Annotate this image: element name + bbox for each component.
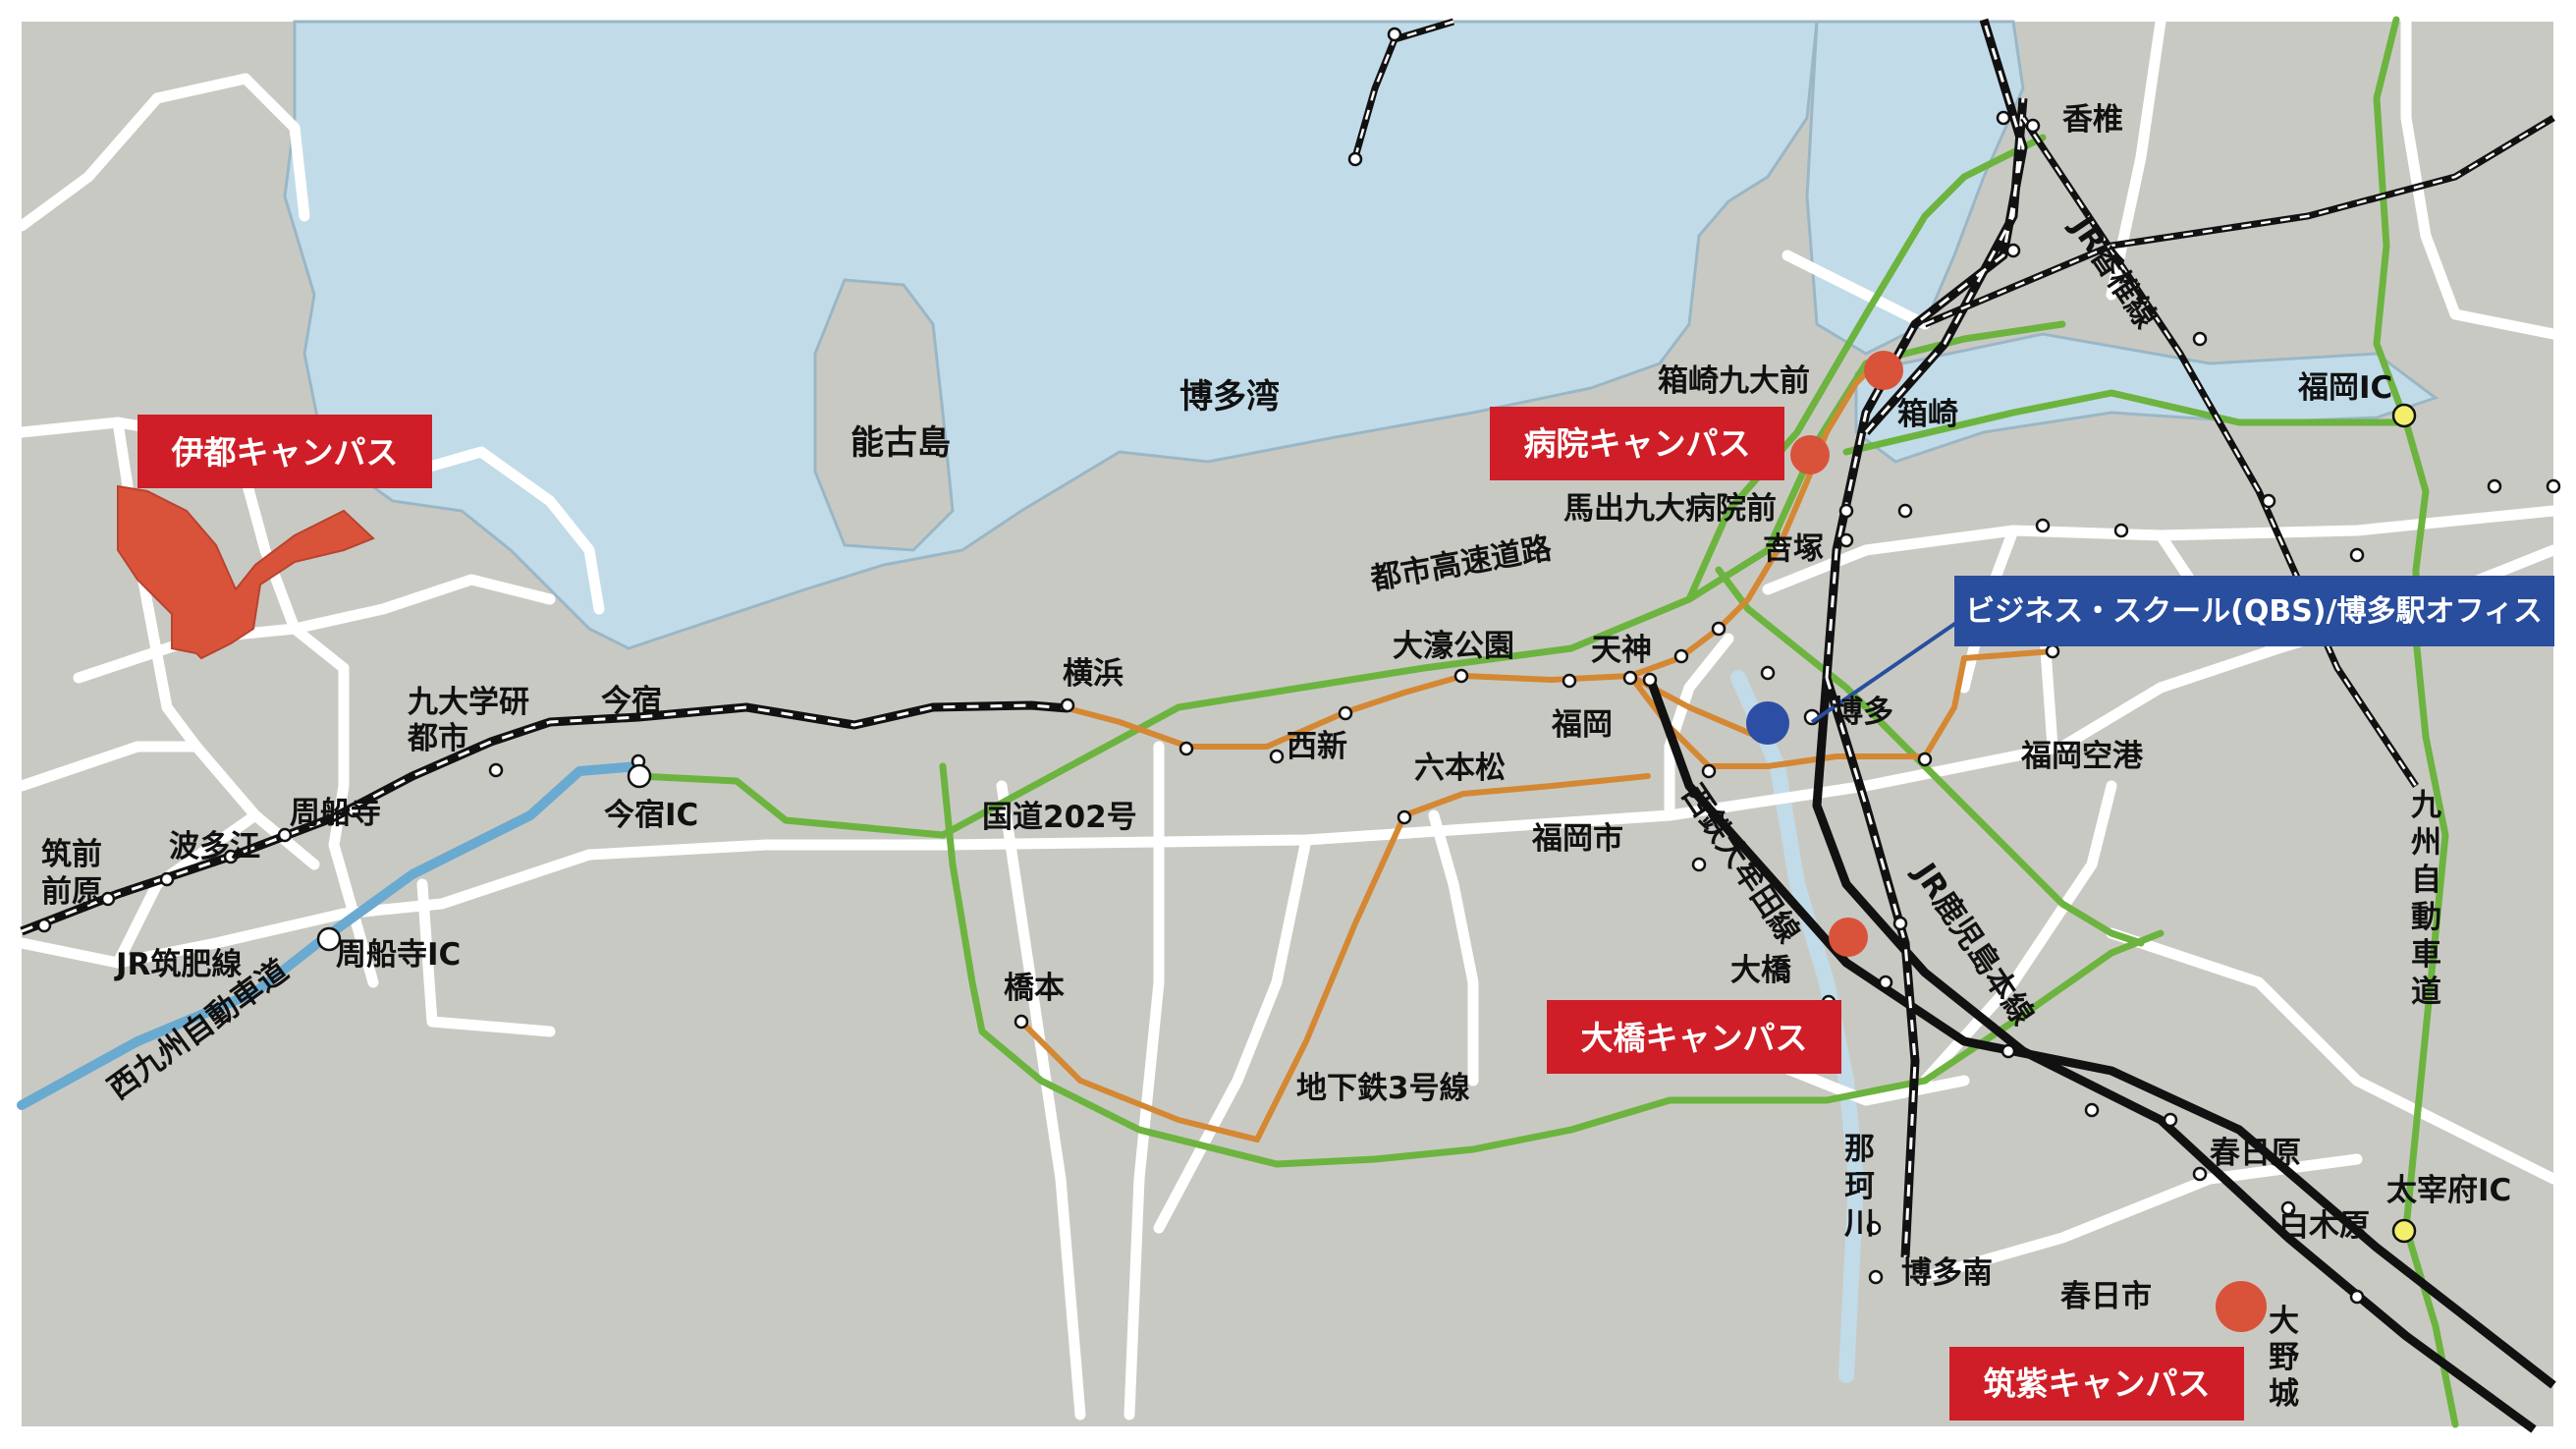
label-naka-river-2: 珂 bbox=[1844, 1169, 1875, 1204]
label-naka-river-1: 那 bbox=[1844, 1132, 1875, 1167]
label-naka-river-3: 川 bbox=[1844, 1206, 1875, 1242]
label-jr-chikuhi: JR筑肥線 bbox=[114, 947, 242, 982]
label-shusenji: 周船寺 bbox=[290, 796, 381, 831]
label-hakozaki-kyudaimae: 箱崎九大前 bbox=[1658, 363, 1810, 399]
campus-label-chikushi-text: 筑紫キャンパス bbox=[1984, 1365, 2211, 1403]
label-kokudo-202: 国道202号 bbox=[982, 800, 1137, 835]
label-imajuku: 今宿 bbox=[601, 684, 662, 719]
label-kyushu-expressway-5: 車 bbox=[2411, 937, 2441, 973]
label-meinohama: 横浜 bbox=[1063, 656, 1124, 692]
label-dazaifu-ic: 太宰府IC bbox=[2386, 1173, 2511, 1208]
label-fukuoka-airport: 福岡空港 bbox=[2020, 739, 2144, 774]
campus-label-chikushi[interactable]: 筑紫キャンパス bbox=[1949, 1347, 2244, 1421]
office-dot bbox=[1746, 701, 1789, 745]
label-hakata: 博多 bbox=[1833, 695, 1893, 730]
label-nishijin: 西新 bbox=[1287, 729, 1347, 764]
campus-dots bbox=[1790, 351, 2267, 1332]
label-kyushu-expressway-3: 自 bbox=[2411, 863, 2441, 898]
campus-label-ito[interactable]: 伊都キャンパス bbox=[137, 415, 432, 488]
station-labels: 筑前 前原 波多江 周船寺 九大学研 都市 今宿 今宿IC 周船寺IC 横浜 西… bbox=[41, 102, 2511, 1412]
campus-label-hospital-text: 病院キャンパス bbox=[1524, 424, 1751, 463]
label-ropponmatsu: 六本松 bbox=[1414, 751, 1506, 786]
label-kyudai-gakken-2: 都市 bbox=[407, 721, 468, 756]
label-fukuoka-ic: 福岡IC bbox=[2297, 370, 2392, 406]
jr-kashii-dashes bbox=[2021, 117, 2418, 787]
label-kyushu-expressway-6: 道 bbox=[2411, 975, 2441, 1010]
label-fukuoka: 福岡 bbox=[1551, 707, 1613, 743]
label-hakata-bay: 博多湾 bbox=[1179, 377, 1280, 417]
label-yoshizuka: 吉塚 bbox=[1763, 531, 1824, 567]
label-nokonoshima: 能古島 bbox=[850, 423, 951, 463]
label-hashimoto: 橋本 bbox=[1004, 971, 1065, 1006]
city-expressway-lines bbox=[634, 16, 2459, 1428]
north-rail-dashes bbox=[1353, 20, 2554, 326]
label-kyushu-expressway-1: 九 bbox=[2411, 788, 2441, 823]
label-kyushu-expressway-2: 州 bbox=[2411, 825, 2441, 861]
label-onojo-1: 大 bbox=[2269, 1304, 2299, 1339]
label-chikuzen-maebaru-2: 前原 bbox=[41, 874, 102, 910]
label-kyudai-gakken-1: 九大学研 bbox=[408, 685, 529, 720]
label-maidashi: 馬出九大病院前 bbox=[1563, 491, 1777, 527]
station-markers bbox=[36, 27, 2561, 1305]
label-shirakibaru: 白木原 bbox=[2278, 1208, 2370, 1244]
nishikyushu-expressway-line bbox=[17, 761, 643, 1110]
label-ohashi: 大橋 bbox=[1730, 953, 1792, 988]
campus-label-ohashi[interactable]: 大橋キャンパス bbox=[1547, 1000, 1841, 1074]
interchange-markers bbox=[316, 403, 2417, 1244]
label-kashii: 香椎 bbox=[2062, 102, 2123, 138]
campus-label-ito-text: 伊都キャンパス bbox=[171, 433, 399, 472]
ito-campus-area bbox=[117, 484, 375, 660]
label-shusenji-ic: 周船寺IC bbox=[336, 937, 461, 973]
label-kasuga-city: 春日市 bbox=[2060, 1279, 2152, 1314]
campus-label-hospital[interactable]: 病院キャンパス bbox=[1490, 407, 1784, 480]
label-kasugabaru: 春日原 bbox=[2210, 1136, 2301, 1171]
label-hakata-minami: 博多南 bbox=[1901, 1255, 1993, 1291]
rail-dashes bbox=[21, 19, 2025, 1258]
label-tenjin: 天神 bbox=[1591, 633, 1652, 668]
label-fukuoka-city: 福岡市 bbox=[1531, 821, 1623, 857]
office-pointer bbox=[1810, 612, 1971, 724]
label-kyushu-expressway-4: 動 bbox=[2411, 900, 2441, 935]
office-label-text: ビジネス・スクール(QBS)/博多駅オフィス bbox=[1965, 594, 2543, 629]
label-ohori-koen: 大濠公園 bbox=[1393, 629, 1514, 664]
label-onojo-3: 城 bbox=[2269, 1376, 2299, 1412]
office-label[interactable]: ビジネス・スクール(QBS)/博多駅オフィス bbox=[1954, 576, 2554, 646]
campus-label-ohashi-text: 大橋キャンパス bbox=[1581, 1019, 1808, 1057]
label-onojo-2: 野 bbox=[2269, 1340, 2299, 1375]
label-hakozaki: 箱崎 bbox=[1897, 397, 1958, 432]
label-subway-3: 地下鉄3号線 bbox=[1296, 1071, 1470, 1106]
label-imajuku-ic: 今宿IC bbox=[604, 798, 698, 833]
label-chikuzen-maebaru-1: 筑前 bbox=[41, 837, 102, 872]
label-hatae: 波多江 bbox=[169, 829, 260, 864]
